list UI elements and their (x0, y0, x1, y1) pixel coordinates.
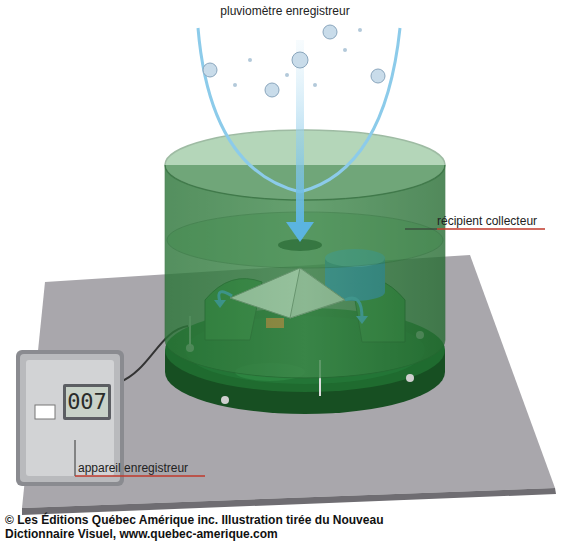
illustration-part (285, 73, 289, 77)
illustration-part (221, 396, 229, 404)
illustration-part (35, 405, 55, 419)
illustration-part (323, 25, 337, 39)
display-digits: 007 (66, 389, 108, 415)
illustration-part (66, 387, 108, 417)
illustration-part (405, 229, 437, 230)
illustration-part (406, 374, 414, 382)
illustration-part (233, 83, 237, 87)
illustration-part (437, 228, 545, 230)
copyright-caption: © Les Éditions Québec Amérique inc. Illu… (5, 513, 385, 541)
illustration-part (22, 488, 556, 515)
illustration-part (313, 83, 317, 87)
illustration-part (300, 28, 400, 192)
illustration-part (75, 475, 205, 477)
illustration-part (286, 222, 314, 242)
illustration-part (343, 48, 347, 52)
illustration-part (203, 63, 217, 77)
illustration-part (198, 28, 300, 192)
illustration-part (167, 212, 443, 268)
illustration-part (292, 52, 308, 68)
illustration-part (75, 440, 76, 476)
illustration-part (63, 384, 111, 420)
illustration-part (265, 83, 279, 97)
diagram-title: pluviomètre enregistreur (0, 4, 570, 18)
illustration-part (26, 360, 114, 476)
illustration-part (248, 58, 252, 62)
illustration-part (358, 28, 362, 32)
illustration-part (371, 69, 385, 83)
part-label: récipient collecteur (437, 213, 537, 229)
part-label: appareil enregistreur (78, 460, 188, 476)
